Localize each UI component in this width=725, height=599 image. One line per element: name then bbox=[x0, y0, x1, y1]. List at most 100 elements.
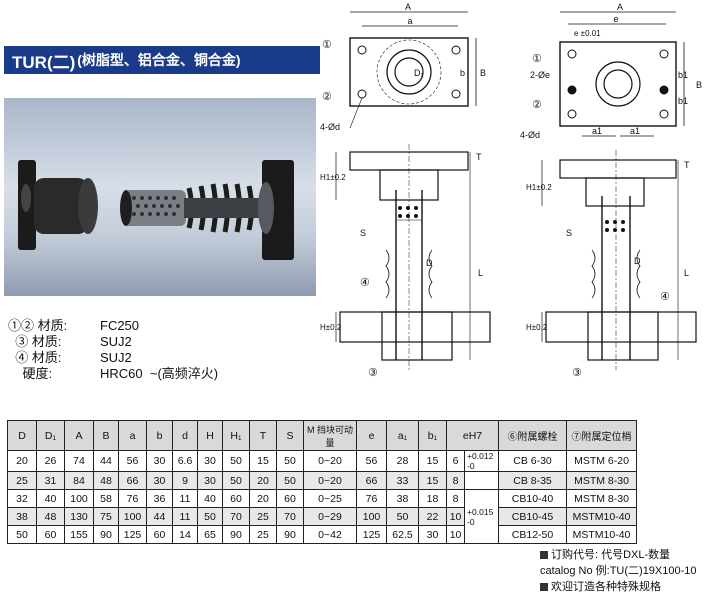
dim-B-right: B bbox=[696, 80, 702, 90]
cell: 0~20 bbox=[303, 471, 357, 490]
cell: 75 bbox=[93, 507, 119, 526]
material-label: ④ 材质: bbox=[8, 350, 62, 365]
plan-view-right: A e e ±0.01 a1 a1 B b1 b1 ① 2-Øe ② 4-Ød bbox=[520, 2, 702, 140]
cell: 15 bbox=[418, 450, 447, 472]
cell: 60 bbox=[146, 525, 173, 544]
cell: 58 bbox=[93, 489, 119, 508]
cell: 0~25 bbox=[303, 489, 357, 508]
col-D: D bbox=[7, 420, 37, 451]
cell: 38 bbox=[7, 507, 37, 526]
title-bar: TUR(二) (树脂型、铝合金、铜合金) bbox=[4, 46, 320, 74]
cell: 10 bbox=[445, 525, 466, 544]
table-row: 50 60 155 90 125 60 14 65 90 25 90 0~42 … bbox=[7, 525, 637, 544]
order-code: 订购代号: 代号DXL-数量 bbox=[551, 549, 671, 561]
cell: 130 bbox=[64, 507, 94, 526]
dim-4d: 4-Ød bbox=[320, 122, 340, 132]
dim-2e: 2-Øe bbox=[530, 70, 550, 80]
dim-D: D bbox=[426, 258, 433, 268]
col-H: H bbox=[197, 420, 223, 451]
material-value: SUJ2 bbox=[100, 350, 132, 365]
cell: 44 bbox=[93, 450, 119, 472]
callout-4-right: ④ bbox=[660, 291, 670, 303]
materials-list: ①② 材质:FC250 ③ 材质:SUJ2 ④ 材质:SUJ2 硬度:HRC60… bbox=[8, 318, 218, 382]
cell: 90 bbox=[276, 525, 304, 544]
cell: 65 bbox=[197, 525, 223, 544]
col-T: T bbox=[249, 420, 277, 451]
dim-T: T bbox=[476, 152, 482, 162]
cell: 155 bbox=[64, 525, 94, 544]
cell-tolerance-blank bbox=[464, 471, 499, 490]
dim-4d-right: 4-Ød bbox=[520, 130, 540, 140]
cell: 8 bbox=[445, 471, 466, 490]
cell: 48 bbox=[36, 507, 65, 526]
material-row: ③ 材质:SUJ2 bbox=[8, 334, 218, 350]
cell: 25 bbox=[249, 507, 277, 526]
cell: 6 bbox=[445, 450, 466, 472]
cell: 26 bbox=[36, 450, 65, 472]
cell: 100 bbox=[356, 507, 387, 526]
cell: 125 bbox=[356, 525, 387, 544]
col-d: d bbox=[172, 420, 198, 451]
cell: 14 bbox=[172, 525, 198, 544]
cell: MSTM 8-30 bbox=[566, 489, 637, 508]
spec-table: D D₁ A B a b d H H₁ T S M 挡块可动量 e a₁ b₁ … bbox=[7, 420, 637, 544]
cell: CB10-40 bbox=[498, 489, 567, 508]
cell: 15 bbox=[418, 471, 447, 490]
cell: 30 bbox=[146, 471, 173, 490]
dim-D1: D₁ bbox=[414, 68, 424, 78]
cell: 50 bbox=[197, 507, 223, 526]
col-b: b bbox=[146, 420, 173, 451]
dim-a: a bbox=[407, 16, 412, 26]
cell: 100 bbox=[118, 507, 147, 526]
cell: 18 bbox=[418, 489, 447, 508]
bullet-square-icon bbox=[540, 583, 548, 592]
material-value: SUJ2 bbox=[100, 334, 132, 349]
cell: 62.5 bbox=[386, 525, 419, 544]
table-header-row: D D₁ A B a b d H H₁ T S M 挡块可动量 e a₁ b₁ … bbox=[7, 420, 637, 451]
cell: 32 bbox=[7, 489, 37, 508]
callout-4: ④ bbox=[360, 277, 370, 289]
cell: 0~42 bbox=[303, 525, 357, 544]
dim-A-right: A bbox=[617, 2, 623, 12]
section-view-left: H1±0.2 H±0.2 S D T L ④ ③ bbox=[320, 144, 491, 379]
cell: MSTM10-40 bbox=[566, 525, 637, 544]
cell: 50 bbox=[7, 525, 37, 544]
dim-L-right: L bbox=[684, 268, 689, 278]
cell: 36 bbox=[146, 489, 173, 508]
cell: 90 bbox=[222, 525, 250, 544]
dim-b1-top: b1 bbox=[678, 70, 688, 80]
col-a: a bbox=[118, 420, 147, 451]
product-photo bbox=[4, 98, 316, 296]
cell: 30 bbox=[197, 471, 223, 490]
material-row: ④ 材质: SUJ2 bbox=[8, 350, 218, 366]
cell: 6.6 bbox=[172, 450, 198, 472]
dim-e-tol: e ±0.01 bbox=[574, 29, 601, 38]
cell: 50 bbox=[386, 507, 419, 526]
cell: 60 bbox=[276, 489, 304, 508]
plan-view-left: A a D₁ B b ① ② 4-Ød bbox=[320, 2, 486, 132]
custom-note: 欢迎订造各种特殊规格 bbox=[551, 581, 661, 593]
cell: 11 bbox=[172, 507, 198, 526]
cell: 38 bbox=[386, 489, 419, 508]
dim-D-right: D bbox=[634, 256, 641, 266]
dim-T-right: T bbox=[684, 160, 690, 170]
cell: 90 bbox=[93, 525, 119, 544]
cell: 70 bbox=[222, 507, 250, 526]
technical-drawing: A a D₁ B b ① ② 4-Ød A e e ±0.01 a1 a1 B bbox=[320, 2, 702, 379]
cell: 50 bbox=[276, 450, 304, 472]
dim-b: b bbox=[460, 68, 465, 78]
cell: 76 bbox=[118, 489, 147, 508]
cell: 30 bbox=[197, 450, 223, 472]
catalog-example: catalog No 例:TU(二)19X100-10 bbox=[540, 565, 697, 577]
material-label: 硬度: bbox=[8, 366, 53, 381]
cell: 25 bbox=[7, 471, 37, 490]
cell: 28 bbox=[386, 450, 419, 472]
cell: 11 bbox=[172, 489, 198, 508]
callout-2-right: ② bbox=[532, 99, 542, 111]
cell: 30 bbox=[146, 450, 173, 472]
title-sub: (树脂型、铝合金、铜合金) bbox=[77, 52, 241, 68]
dim-a1-right: a1 bbox=[630, 126, 640, 136]
cell: 66 bbox=[118, 471, 147, 490]
dim-A: A bbox=[405, 2, 411, 12]
cell: 48 bbox=[93, 471, 119, 490]
